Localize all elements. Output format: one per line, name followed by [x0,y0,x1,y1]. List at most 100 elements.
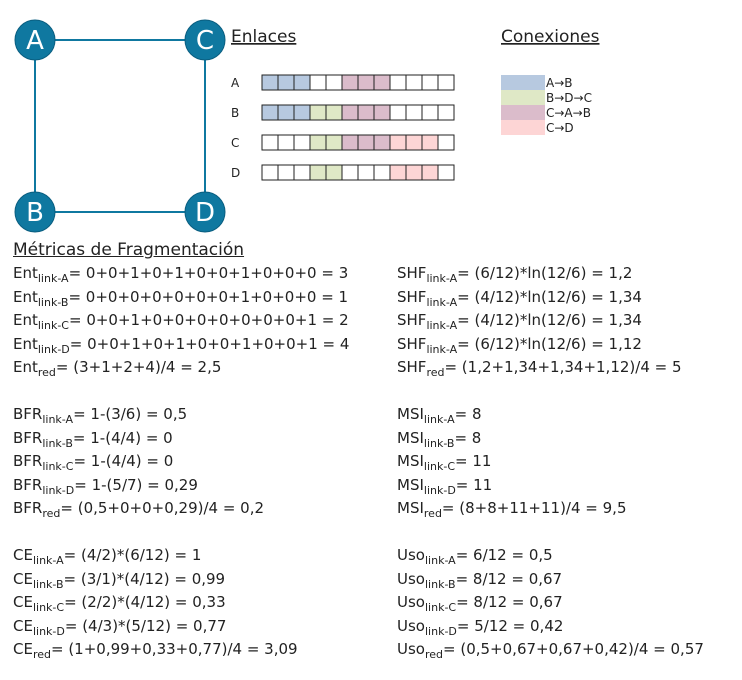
slot-cell [325,134,343,151]
slot-cell [373,74,391,91]
slot-cell [277,104,295,121]
metric-subscript: red [37,366,56,379]
node-b: B [14,191,56,233]
metric-subscript: link-C [423,460,455,473]
enlaces-title: Enlaces [231,27,296,47]
slot-cell [389,104,407,121]
conexiones-title: Conexiones [501,27,600,47]
slot-cell [277,164,295,181]
metric-spacer [397,521,704,545]
node-c-label: C [196,26,214,56]
metric-expression: = 0+0+0+0+0+0+0+1+0+0+0 = 1 [68,287,349,306]
node-a-circle [14,19,56,61]
slot-cell [293,104,311,121]
metric-name: MSI [397,405,424,423]
slot-cell [357,74,375,91]
link-row-label: D [231,166,240,180]
metric-name: MSI [397,428,424,447]
metric-line: CEred= (1+0,99+0,33+0,77)/4 = 3,09 [13,638,349,662]
metric-line: MSIlink-C= 11 [397,450,704,474]
legend-swatch-c-d [501,120,545,135]
link-row-c [261,134,455,151]
metric-expression: = 8/12 = 0,67 [456,593,563,611]
metric-line: Usolink-A= 6/12 = 0,5 [397,544,704,568]
metric-expression: = 1-(4/4) = 0 [72,428,173,447]
metric-line: MSIred= (8+8+11+11)/4 = 9,5 [397,497,704,521]
slot-cell [261,164,279,181]
slot-cell [357,104,375,121]
metrics-title: Métricas de Fragmentación [13,240,245,260]
metric-line: Entlink-D= 0+0+1+0+1+0+0+1+0+0+1 = 4 [13,333,349,357]
legend-swatch-c-a-b [501,105,545,120]
slot-cell [261,104,279,121]
slot-cell [277,134,295,151]
metric-subscript: link-A [426,342,458,356]
metric-name: Ent [13,264,38,282]
metric-name: CE [13,593,33,611]
metric-subscript: link-B [423,436,455,450]
metric-line: Entlink-C= 0+0+1+0+0+0+0+0+0+0+1 = 2 [13,309,349,333]
slot-cell [421,164,439,181]
slot-cell [421,134,439,151]
metric-line: MSIlink-B= 8 [397,427,704,451]
metric-subscript: red [423,507,442,520]
metric-expression: = (1+0,99+0,33+0,77)/4 = 3,09 [50,640,298,658]
slot-cell [437,74,455,91]
metric-name: BFR [13,405,43,423]
metric-subscript: red [42,507,61,520]
node-d-circle [184,191,226,233]
slot-cell [293,134,311,151]
metric-spacer [13,521,349,545]
node-c-circle [184,19,226,61]
metric-expression: = (3/1)*(4/12) = 0,99 [63,569,226,588]
metric-subscript: link-A [426,319,458,332]
metric-expression: = (1,2+1,34+1,34+1,12)/4 = 5 [444,358,682,376]
metric-subscript: link-D [424,624,457,638]
slot-cell [389,134,407,151]
metric-name: Uso [397,640,425,658]
slot-cell [309,134,327,151]
metric-subscript: link-A [42,413,74,426]
metric-expression: = (3+1+2+4)/4 = 2,5 [55,358,222,376]
metric-subscript: link-D [42,483,75,497]
metric-name: Ent [13,334,38,353]
slot-cell [421,104,439,121]
slot-cell [341,134,359,151]
metric-subscript: link-B [424,577,456,591]
slot-cell [341,104,359,121]
slot-cell [421,74,439,91]
slot-cell [293,164,311,181]
slot-cell [405,74,423,91]
metric-line: BFRlink-D= 1-(5/7) = 0,29 [13,474,349,498]
metric-name: SHF [397,311,427,329]
metric-subscript: link-C [37,319,69,332]
legend-label-c-a-b: C→A→B [546,106,591,120]
slot-cell [277,74,295,91]
metric-subscript: red [424,648,444,661]
metric-subscript: link-A [426,295,458,309]
metric-expression: = 0+0+1+0+1+0+0+1+0+0+1 = 4 [69,334,350,353]
link-row-d [261,164,455,181]
metric-name: Uso [397,569,425,588]
network-diagram: A C B D Enlaces Conexiones A B C D A→B B… [14,19,600,233]
metric-name: Uso [397,616,425,635]
metric-line: Usolink-C= 8/12 = 0,67 [397,591,704,615]
metric-name: Ent [13,358,38,376]
metric-expression: = 1-(5/7) = 0,29 [74,475,198,494]
metric-expression: = (4/3)*(5/12) = 0,77 [64,616,227,635]
metric-line: CElink-D= (4/3)*(5/12) = 0,77 [13,615,349,639]
metric-expression: = (6/12)*ln(12/6) = 1,12 [457,334,642,353]
metric-line: BFRlink-A= 1-(3/6) = 0,5 [13,403,349,427]
slot-cell [309,74,327,91]
slot-cell [437,104,455,121]
metric-line: MSIlink-D= 11 [397,474,704,498]
slot-cell [437,164,455,181]
legend-label-a-b: A→B [546,76,573,90]
legend-swatch-a-b [501,75,545,90]
metric-expression: = (4/12)*ln(12/6) = 1,34 [457,311,642,329]
legend-label-b-d-c: B→D→C [546,91,592,105]
slot-cell [437,134,455,151]
metric-line: MSIlink-A= 8 [397,403,704,427]
metric-line: CElink-C= (2/2)*(4/12) = 0,33 [13,591,349,615]
slot-cell [405,134,423,151]
